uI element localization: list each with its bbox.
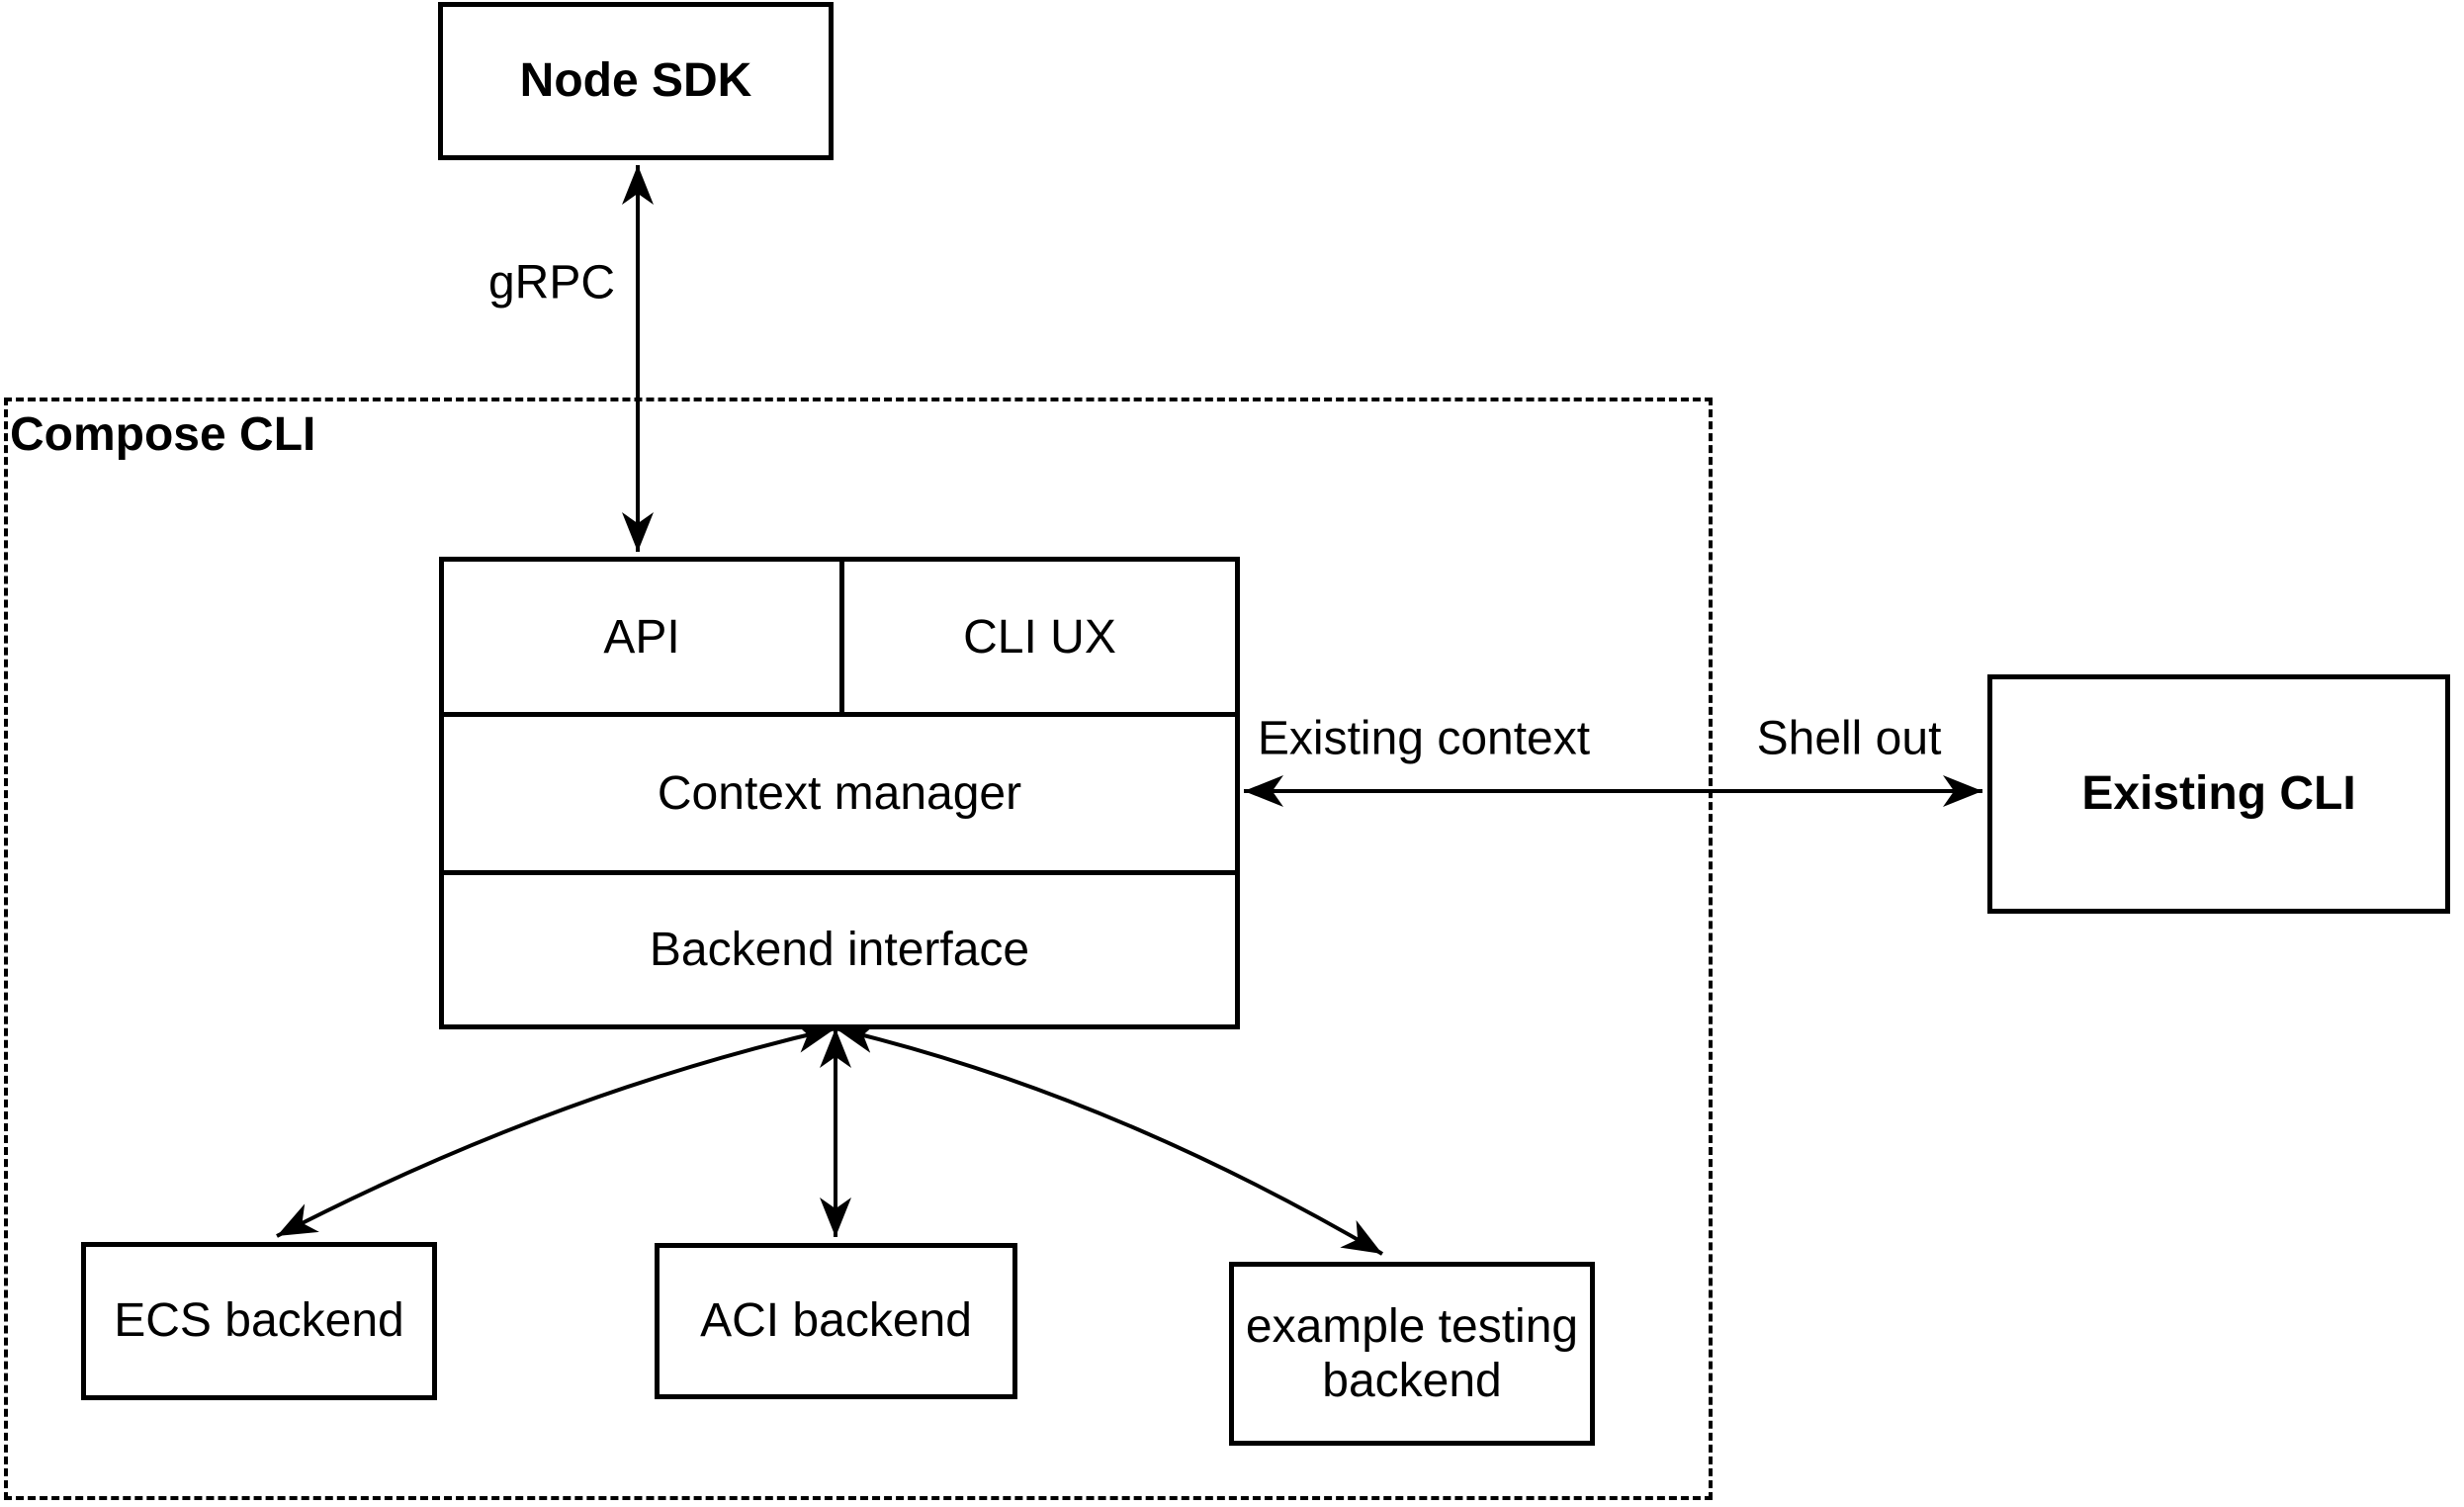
existing-cli-box: Existing CLI (1987, 674, 2450, 914)
example-testing-backend-box: example testing backend (1229, 1262, 1595, 1446)
node-sdk-box: Node SDK (438, 2, 834, 160)
ecs-backend-label: ECS backend (114, 1294, 404, 1348)
context-manager-label: Context manager (657, 767, 1022, 820)
api-cell: API (444, 562, 844, 712)
compose-cli-stack: API CLI UX Context manager Backend inter… (439, 557, 1240, 1029)
backend-interface-label: Backend interface (649, 924, 1030, 976)
compose-cli-label: Compose CLI (10, 408, 316, 461)
aci-backend-label: ACI backend (700, 1294, 972, 1348)
existing-context-edge-label: Existing context (1251, 711, 1597, 766)
stack-top-row: API CLI UX (444, 562, 1235, 712)
api-label: API (603, 610, 680, 664)
node-sdk-label: Node SDK (519, 54, 752, 108)
cli-ux-label: CLI UX (963, 610, 1116, 664)
grpc-edge-label: gRPC (482, 255, 622, 310)
shell-out-edge-label: Shell out (1750, 711, 1948, 766)
aci-backend-box: ACI backend (655, 1243, 1017, 1399)
existing-cli-label: Existing CLI (2081, 767, 2356, 821)
ecs-backend-box: ECS backend (81, 1242, 437, 1400)
example-testing-backend-label: example testing backend (1245, 1299, 1579, 1407)
cli-ux-cell: CLI UX (844, 562, 1235, 712)
context-manager-cell: Context manager (444, 712, 1235, 870)
backend-interface-cell: Backend interface (444, 870, 1235, 1024)
compose-cli-container: Compose CLI (4, 398, 1713, 1500)
